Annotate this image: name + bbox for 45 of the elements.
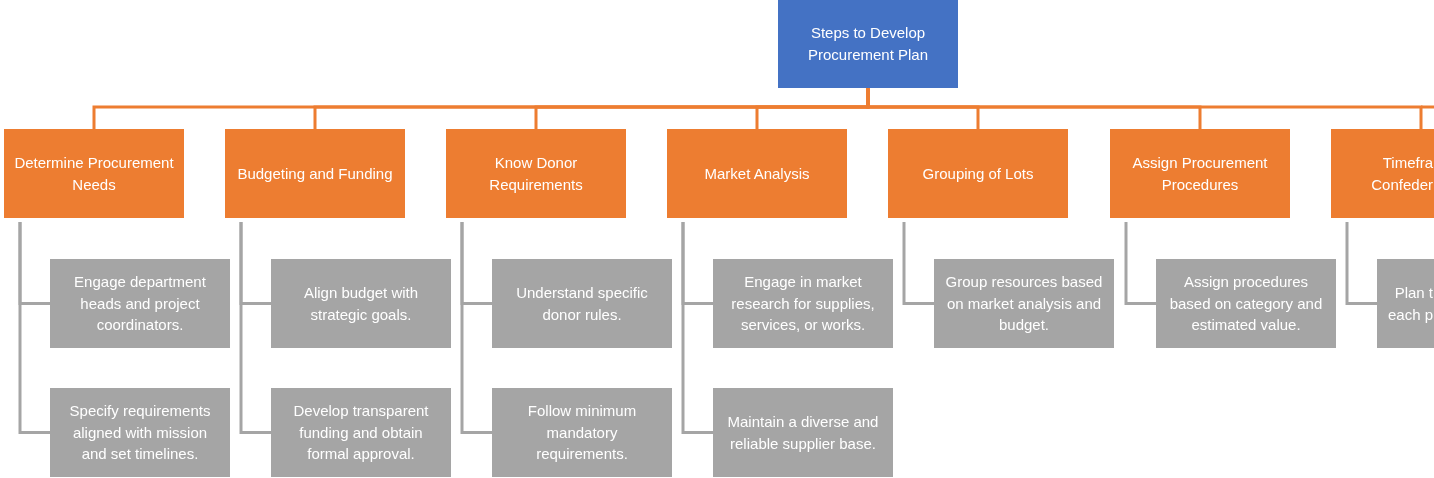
task-box	[1156, 259, 1336, 348]
task-box	[934, 259, 1114, 348]
step-box	[667, 129, 847, 218]
connector-line	[1124, 222, 1156, 305]
task-text: Specify requirements aligned with mission and set timelines.	[68, 400, 212, 465]
step-label: Budgeting and Funding	[237, 163, 393, 184]
step-label: Timefra Confeder	[1370, 152, 1433, 195]
task-text: Engage department heads and project coordinators.	[73, 271, 207, 336]
step-label: Know Donor Requirements	[488, 152, 584, 195]
task-text: Group resources based on market analysis and budget.	[944, 271, 1104, 336]
step-box	[4, 129, 184, 218]
task-box	[1377, 259, 1434, 348]
step-box	[1110, 129, 1290, 218]
task-text: Engage in market research for supplies, services, or works.	[730, 271, 876, 336]
task-text: Develop transparent funding and obtain formal approval.	[292, 400, 430, 465]
title-box	[778, 0, 958, 88]
task-text: Plan t each p	[1386, 282, 1433, 325]
connector-line	[1345, 222, 1377, 305]
step-box	[446, 129, 626, 218]
step-label: Grouping of Lots	[922, 163, 1034, 184]
step-label: Market Analysis	[704, 163, 810, 184]
task-text: Maintain a diverse and reliable supplier base.	[726, 411, 880, 454]
connector-line	[18, 222, 50, 434]
connector-line	[902, 222, 934, 305]
task-box	[271, 388, 451, 477]
task-box	[713, 259, 893, 348]
task-text: Understand specific donor rules.	[515, 282, 649, 325]
connector-line	[460, 222, 492, 434]
step-box	[225, 129, 405, 218]
step-label: Assign Procurement Procedures	[1131, 152, 1269, 195]
task-box	[50, 388, 230, 477]
task-text: Follow minimum mandatory requirements.	[526, 400, 638, 465]
step-box	[888, 129, 1068, 218]
step-box	[1331, 129, 1434, 218]
task-text: Assign procedures based on category and estimated value.	[1168, 271, 1324, 336]
task-text: Align budget with strategic goals.	[302, 282, 420, 325]
step-label: Determine Procurement Needs	[13, 152, 175, 195]
title-text: Steps to Develop Procurement Plan	[806, 23, 930, 65]
task-box	[713, 388, 893, 477]
task-box	[492, 259, 672, 348]
connector-line	[681, 222, 713, 434]
task-box	[271, 259, 451, 348]
connector-line	[239, 222, 271, 434]
task-box	[492, 388, 672, 477]
task-box	[50, 259, 230, 348]
